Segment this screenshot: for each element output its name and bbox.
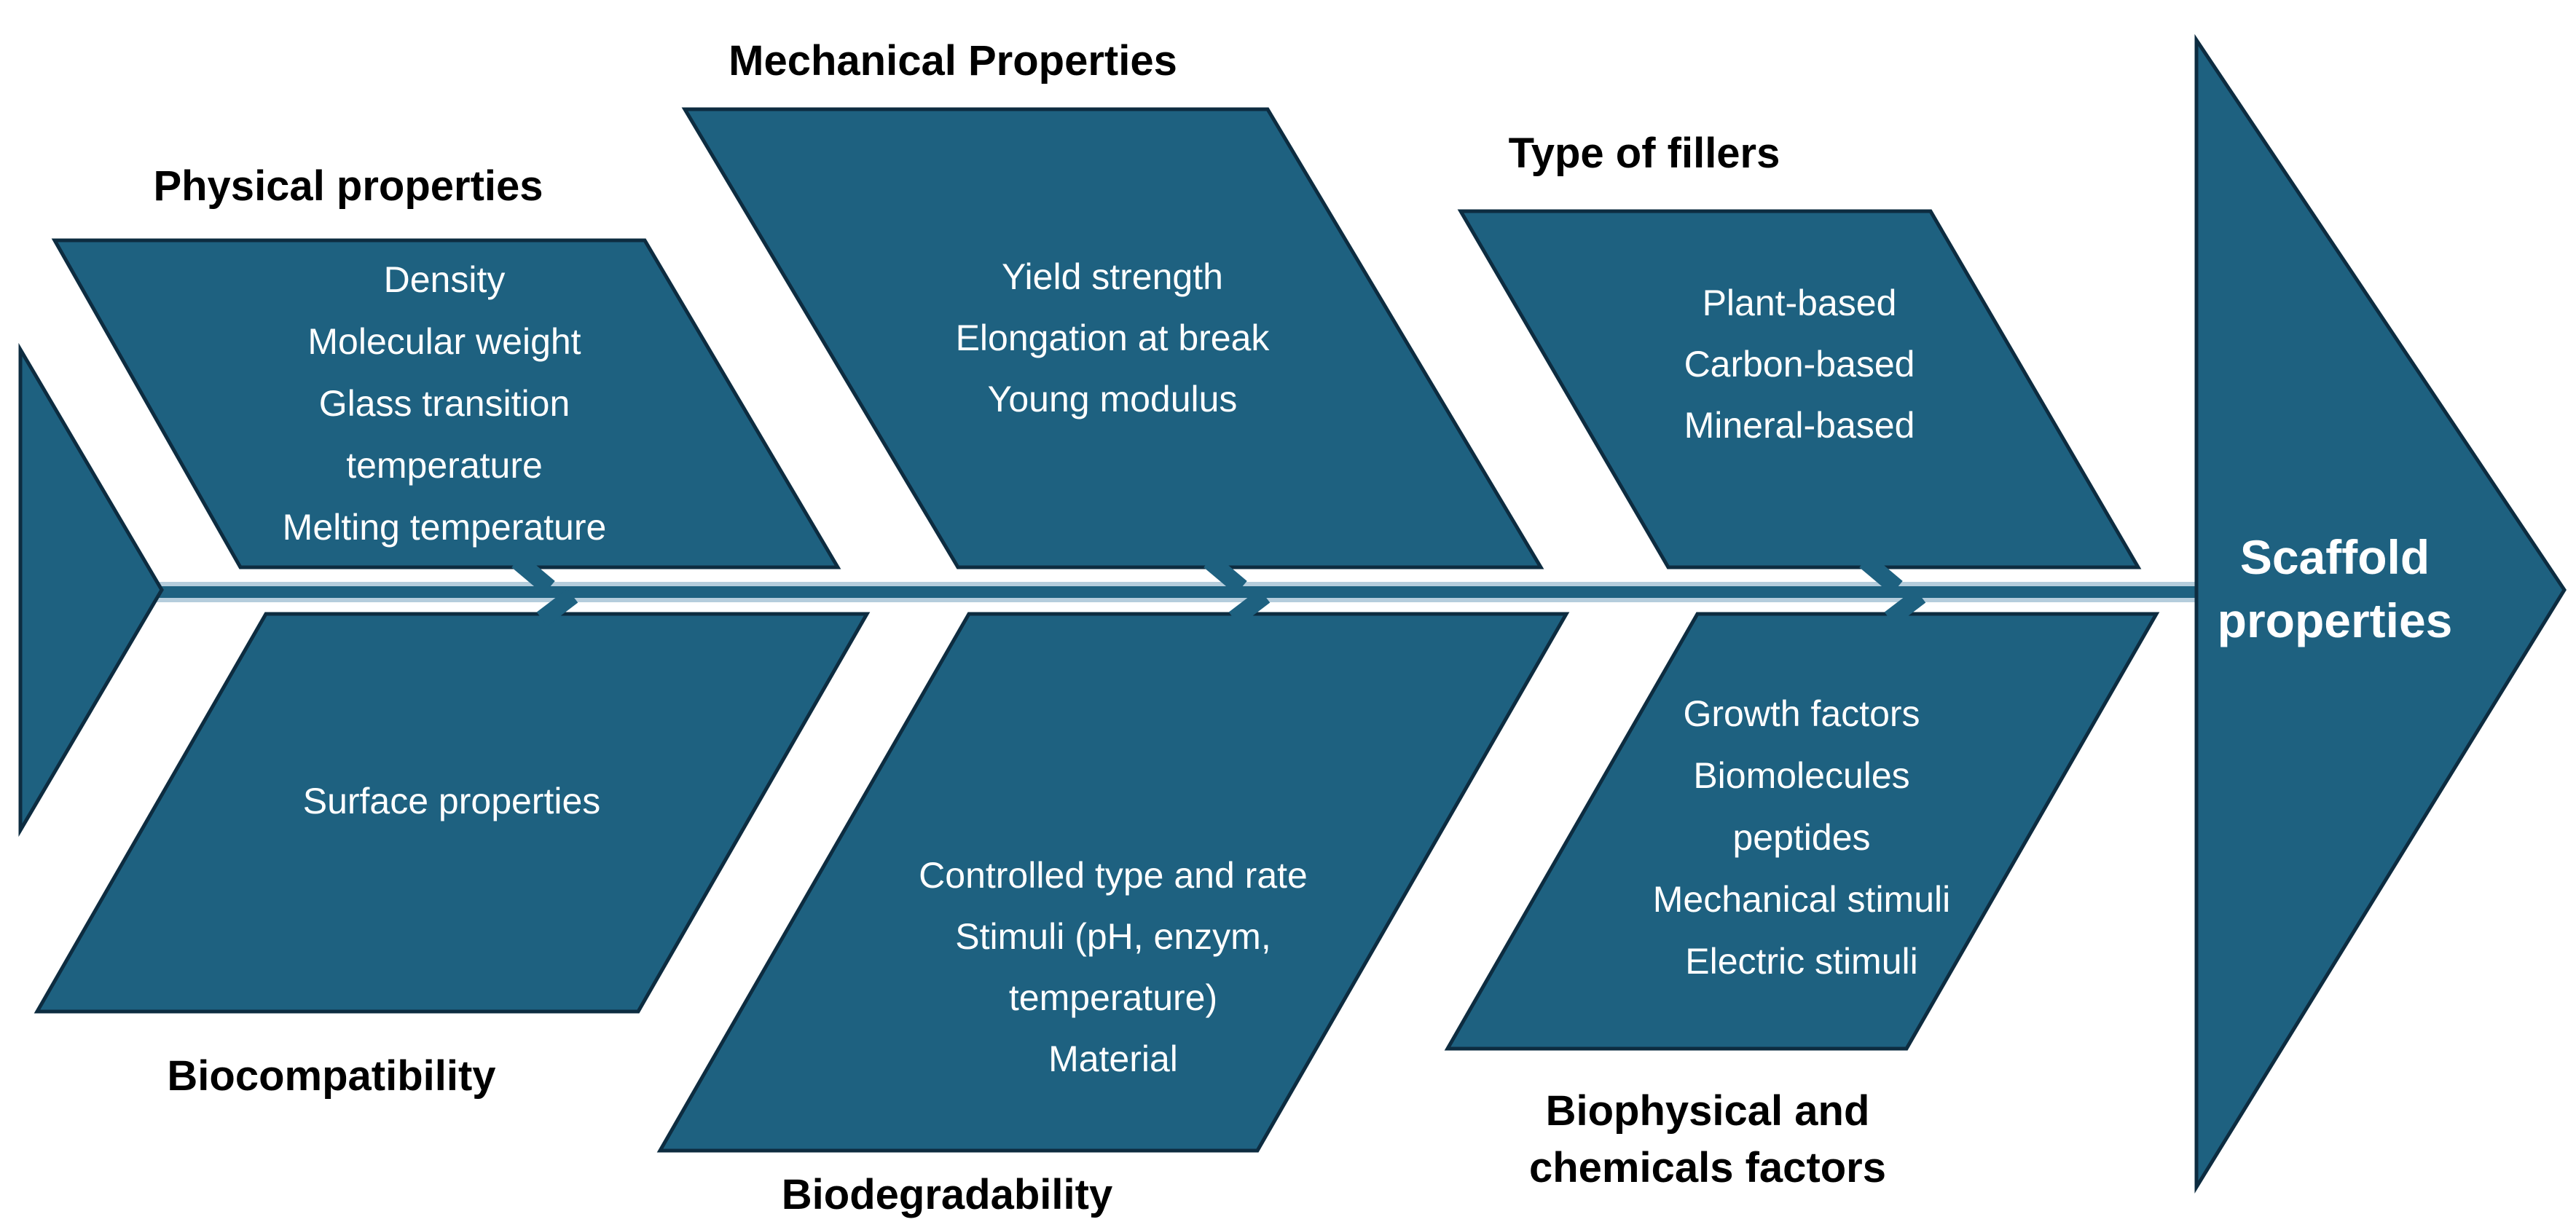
mechanical-item: Elongation at break [956,318,1271,358]
biodegradability-item: Controlled type and rate [919,855,1308,896]
physical-item: temperature [346,445,543,486]
biophysical-item: Electric stimuli [1685,941,1917,982]
biophysical-item: Growth factors [1683,693,1920,734]
title-biophysical-line1: Biophysical and [1546,1087,1870,1135]
physical-properties-shape [51,238,841,569]
biophysical-item: Biomolecules [1693,755,1909,796]
spine-highlight-top [157,582,2258,586]
title-biodegradability: Biodegradability [782,1171,1112,1218]
spine-chevron-tick-1 [511,553,578,626]
biophysical-item: Mechanical stimuli [1653,879,1950,920]
biophysical-item: peptides [1732,817,1870,858]
biodegradability-item: Stimuli (pH, enzym, [955,916,1271,957]
title-type-of-fillers: Type of fillers [1509,130,1780,177]
spine-highlight-bottom [157,598,2258,602]
spine-chevron-tick-2 [1203,553,1271,626]
physical-item: Molecular weight [307,321,581,362]
spine-chevron-tick-3 [1859,553,1926,626]
biocompatibility-item: Surface properties [303,781,601,821]
fillers-item: Mineral-based [1684,405,1915,446]
physical-item: Glass transition [319,383,570,424]
biocompatibility-shape [34,612,871,1014]
title-mechanical-properties: Mechanical Properties [729,37,1177,84]
physical-item: Melting temperature [283,507,607,548]
title-physical-properties: Physical properties [153,162,543,210]
fillers-item: Carbon-based [1684,344,1915,385]
biodegradability-item: Material [1048,1038,1178,1079]
type-of-fillers-shape [1457,209,2142,569]
biodegradability-shape [656,612,1570,1153]
biodegradability-item: temperature) [1009,977,1217,1018]
physical-item: Density [384,259,506,300]
title-biocompatibility: Biocompatibility [167,1052,495,1100]
spine [157,586,2258,598]
tail-triangle [18,342,164,837]
mechanical-properties-shape [681,107,1544,569]
biophysical-factors-shape [1444,612,2160,1051]
fillers-item: Plant-based [1703,283,1897,323]
head-label-line2: properties [2218,594,2453,647]
mechanical-item: Young modulus [988,379,1238,419]
scaffold-properties-arrow [2194,33,2567,1194]
head-label-line1: Scaffold [2240,530,2430,584]
mechanical-item: Yield strength [1002,256,1223,297]
title-biophysical-line2: chemicals factors [1529,1144,1886,1191]
